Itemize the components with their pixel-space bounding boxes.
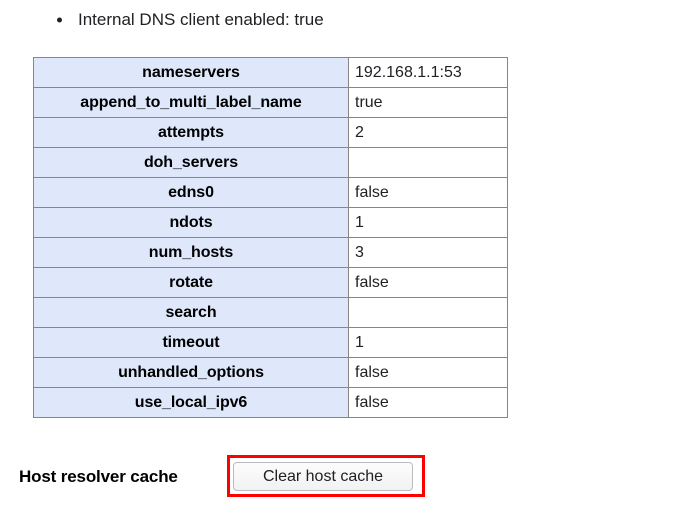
config-key-cell: doh_servers <box>33 147 349 178</box>
config-key-cell: ndots <box>33 207 349 238</box>
config-key-cell: search <box>33 297 349 328</box>
list-item: Internal DNS client enabled: true <box>0 8 324 32</box>
config-value-cell: false <box>348 357 508 388</box>
config-value-cell: 1 <box>348 327 508 358</box>
config-key-cell: nameservers <box>33 57 349 88</box>
config-key-cell: append_to_multi_label_name <box>33 87 349 118</box>
host-resolver-cache-section: Host resolver cache <box>19 460 178 494</box>
bullet-dot-icon <box>57 17 62 23</box>
config-value-cell: 1 <box>348 207 508 238</box>
config-value-cell: false <box>348 387 508 418</box>
config-value-cell: 192.168.1.1:53 <box>348 57 508 88</box>
config-key-cell: unhandled_options <box>33 357 349 388</box>
host-resolver-cache-title: Host resolver cache <box>19 467 178 486</box>
config-value-cell: 3 <box>348 237 508 268</box>
config-value-cell: 2 <box>348 117 508 148</box>
internal-dns-status-text: Internal DNS client enabled: true <box>78 10 324 29</box>
config-key-cell: rotate <box>33 267 349 298</box>
clear-host-cache-button[interactable]: Clear host cache <box>233 462 413 491</box>
table-row: search <box>33 297 508 328</box>
config-key-cell: edns0 <box>33 177 349 208</box>
config-key-cell: timeout <box>33 327 349 358</box>
config-value-cell <box>348 147 508 178</box>
config-value-cell: true <box>348 87 508 118</box>
config-value-cell: false <box>348 267 508 298</box>
config-value-cell <box>348 297 508 328</box>
config-key-cell: num_hosts <box>33 237 349 268</box>
config-key-cell: use_local_ipv6 <box>33 387 349 418</box>
config-value-cell: false <box>348 177 508 208</box>
status-bullet-list: Internal DNS client enabled: true <box>0 8 324 32</box>
config-key-cell: attempts <box>33 117 349 148</box>
table-row: doh_servers <box>33 147 508 178</box>
